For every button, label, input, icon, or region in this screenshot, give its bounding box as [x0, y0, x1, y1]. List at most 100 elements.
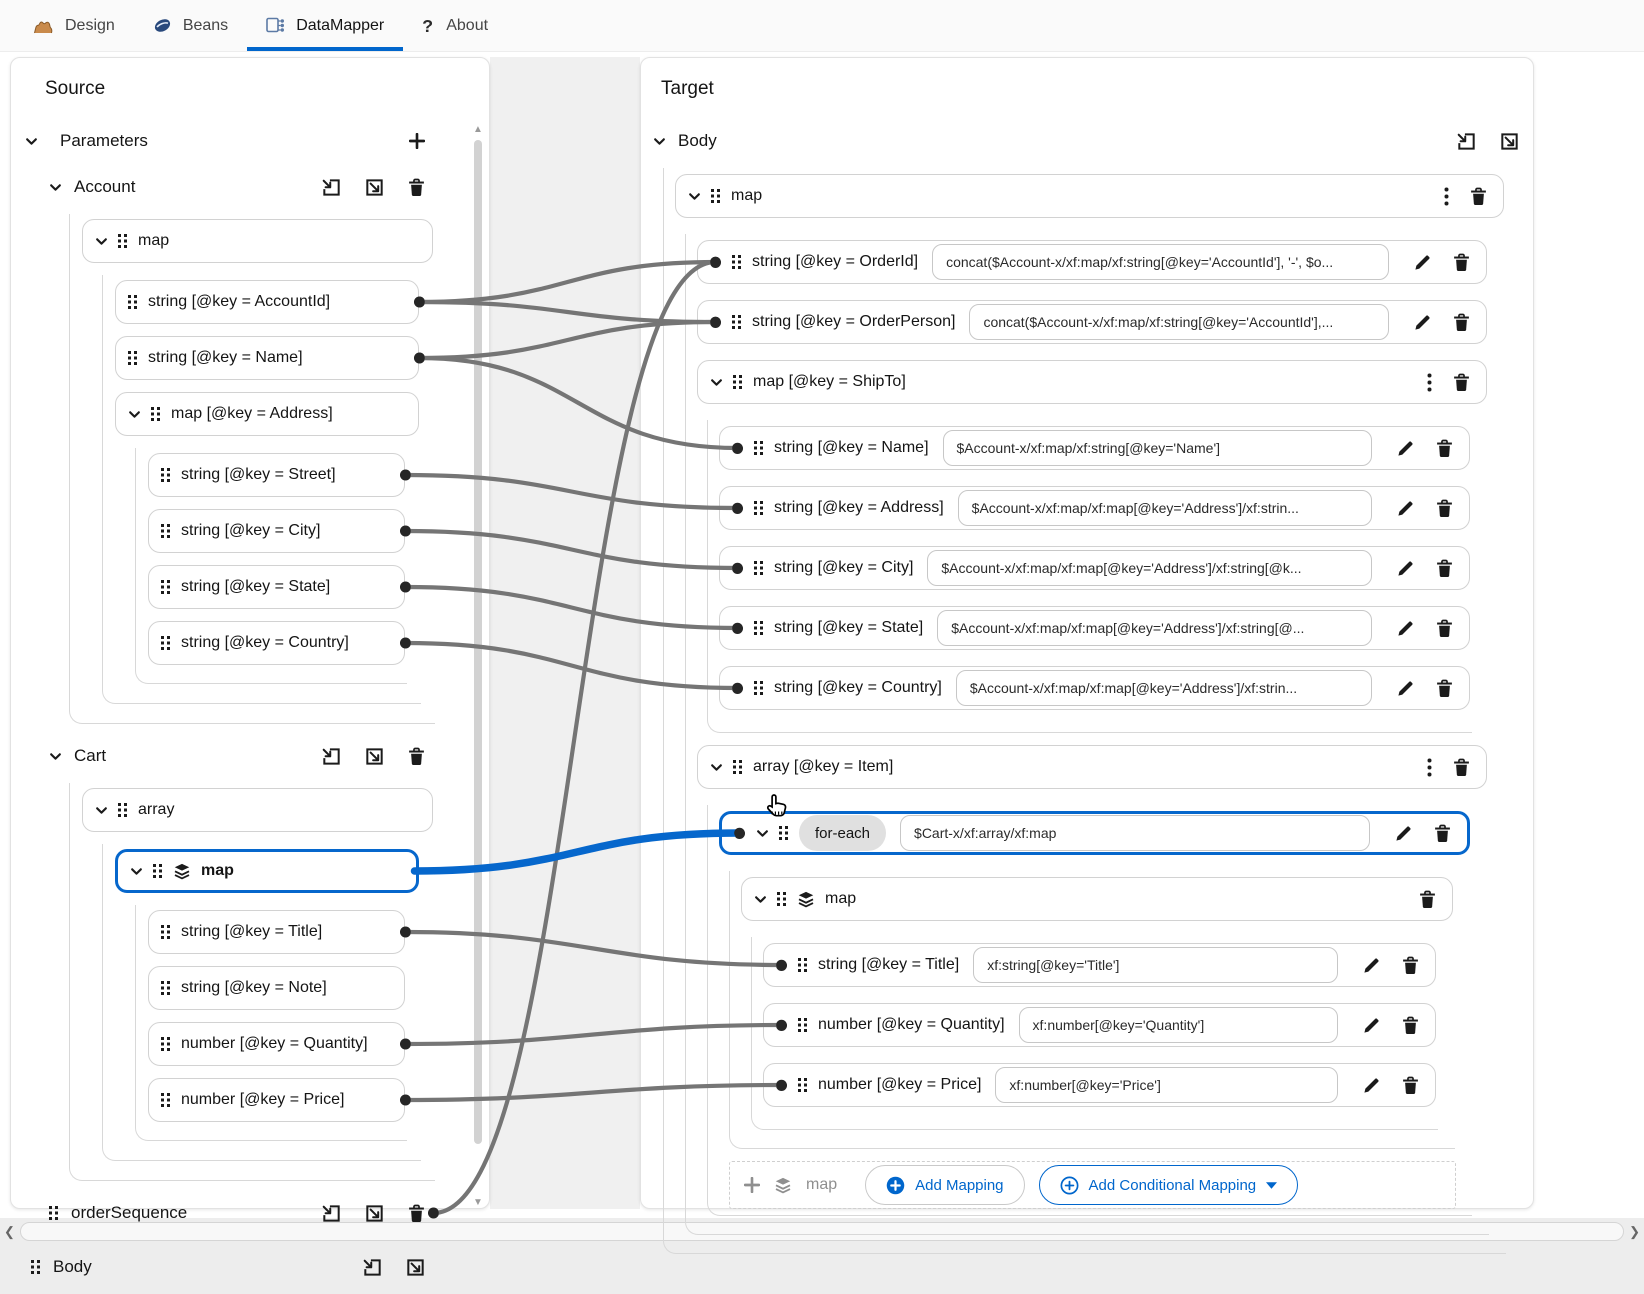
trash-icon[interactable] [408, 747, 425, 766]
tgt-foreach[interactable]: for-each$Cart-x/xf:array/xf:map [719, 811, 1470, 855]
target-body[interactable]: Body [653, 122, 1523, 160]
expression-input[interactable]: $Account-x/xf:map/xf:map[@key='Address']… [937, 610, 1372, 646]
tgt-shipto-name[interactable]: string [@key = Name]$Account-x/xf:map/xf… [719, 426, 1470, 470]
grip-icon[interactable] [777, 892, 787, 906]
cart-array[interactable]: array [82, 788, 433, 832]
trash-icon[interactable] [1436, 679, 1453, 698]
connection-port[interactable] [776, 1020, 787, 1031]
scroll-left-icon[interactable]: ❮ [4, 1224, 15, 1240]
grip-icon[interactable] [754, 441, 764, 455]
grip-icon[interactable] [161, 981, 171, 995]
connection-port[interactable] [428, 1208, 439, 1219]
grip-icon[interactable] [754, 501, 764, 515]
chevron-down-icon[interactable] [710, 376, 723, 389]
trash-icon[interactable] [1434, 824, 1451, 843]
tgt-title[interactable]: string [@key = Title]xf:string[@key='Tit… [763, 943, 1436, 987]
grip-icon[interactable] [128, 295, 138, 309]
add-mapping-button[interactable]: Add Mapping [865, 1165, 1024, 1205]
chevron-down-icon[interactable] [128, 408, 141, 421]
cart-map[interactable]: map [115, 849, 419, 893]
grip-icon[interactable] [153, 864, 163, 878]
trash-icon[interactable] [1436, 499, 1453, 518]
pencil-icon[interactable] [1394, 824, 1413, 843]
pencil-icon[interactable] [1413, 253, 1432, 272]
grip-icon[interactable] [798, 958, 808, 972]
pencil-icon[interactable] [1362, 956, 1381, 975]
connection-port[interactable] [710, 317, 721, 328]
grip-icon[interactable] [49, 1206, 59, 1220]
tgt-address[interactable]: string [@key = Address]$Account-x/xf:map… [719, 486, 1470, 530]
trash-icon[interactable] [1419, 890, 1436, 909]
pencil-icon[interactable] [1396, 499, 1415, 518]
connection-port[interactable] [776, 960, 787, 971]
cart-quantity[interactable]: number [@key = Quantity] [148, 1022, 405, 1066]
attach-icon[interactable] [365, 1204, 384, 1223]
chevron-down-icon[interactable] [25, 135, 38, 148]
trash-icon[interactable] [1436, 439, 1453, 458]
chevron-down-icon[interactable] [49, 181, 62, 194]
grip-icon[interactable] [732, 315, 742, 329]
expression-input[interactable]: concat($Account-x/xf:map/xf:string[@key=… [969, 304, 1389, 340]
tgt-state[interactable]: string [@key = State]$Account-x/xf:map/x… [719, 606, 1470, 650]
trash-icon[interactable] [1402, 1076, 1419, 1095]
expression-input[interactable]: $Account-x/xf:map/xf:map[@key='Address']… [927, 550, 1372, 586]
grip-icon[interactable] [161, 636, 171, 650]
expression-input[interactable]: xf:number[@key='Price'] [995, 1067, 1338, 1103]
cart-title[interactable]: string [@key = Title] [148, 910, 405, 954]
attach-icon[interactable] [365, 178, 384, 197]
attach-icon[interactable] [406, 1258, 425, 1277]
grip-icon[interactable] [128, 351, 138, 365]
grip-icon[interactable] [118, 803, 128, 817]
pencil-icon[interactable] [1396, 439, 1415, 458]
address-country[interactable]: string [@key = Country] [148, 621, 405, 665]
address-state[interactable]: string [@key = State] [148, 565, 405, 609]
account-accountid[interactable]: string [@key = AccountId] [115, 280, 419, 324]
trash-icon[interactable] [1453, 373, 1470, 392]
cart-note[interactable]: string [@key = Note] [148, 966, 405, 1010]
source-scrollbar[interactable]: ▲ ▼ [472, 124, 484, 1210]
tgt-orderperson[interactable]: string [@key = OrderPerson]concat($Accou… [697, 300, 1487, 344]
expression-input[interactable]: $Account-x/xf:map/xf:map[@key='Address']… [956, 670, 1372, 706]
account-map[interactable]: map [82, 219, 433, 263]
kebab-icon[interactable] [1427, 373, 1432, 392]
scroll-right-icon[interactable]: ❯ [1629, 1224, 1640, 1240]
grip-icon[interactable] [733, 760, 743, 774]
expression-input[interactable]: xf:number[@key='Quantity'] [1019, 1007, 1338, 1043]
pencil-icon[interactable] [1362, 1016, 1381, 1035]
tab-beans[interactable]: Beans [134, 0, 247, 51]
trash-icon[interactable] [1453, 253, 1470, 272]
plus-icon[interactable] [409, 133, 425, 149]
connection-port[interactable] [414, 353, 425, 364]
trash-icon[interactable] [408, 178, 425, 197]
connection-port[interactable] [400, 638, 411, 649]
grip-icon[interactable] [161, 1037, 171, 1051]
grip-icon[interactable] [754, 561, 764, 575]
chevron-down-icon[interactable] [49, 750, 62, 763]
connection-port[interactable] [776, 1080, 787, 1091]
trash-icon[interactable] [408, 1204, 425, 1223]
connection-port[interactable] [400, 470, 411, 481]
expression-input[interactable]: $Account-x/xf:map/xf:string[@key='Name'] [943, 430, 1372, 466]
chevron-down-icon[interactable] [688, 190, 701, 203]
scroll-down-icon[interactable]: ▼ [472, 1197, 484, 1208]
pencil-icon[interactable] [1396, 679, 1415, 698]
grip-icon[interactable] [754, 681, 764, 695]
source-body[interactable]: Body [31, 1248, 449, 1286]
tab-about[interactable]: ?About [403, 0, 507, 51]
tgt-city[interactable]: string [@key = City]$Account-x/xf:map/xf… [719, 546, 1470, 590]
source-scrollbar-thumb[interactable] [474, 140, 482, 1144]
tgt-map[interactable]: map [675, 174, 1504, 218]
grip-icon[interactable] [779, 826, 789, 840]
chevron-down-icon[interactable] [710, 761, 723, 774]
cart-price[interactable]: number [@key = Price] [148, 1078, 405, 1122]
connection-port[interactable] [732, 443, 743, 454]
chevron-down-icon[interactable] [95, 804, 108, 817]
grip-icon[interactable] [161, 580, 171, 594]
import-icon[interactable] [1457, 132, 1476, 151]
tgt-item[interactable]: array [@key = Item] [697, 745, 1487, 789]
grip-icon[interactable] [31, 1260, 41, 1274]
tgt-shipto[interactable]: map [@key = ShipTo] [697, 360, 1487, 404]
connection-port[interactable] [414, 297, 425, 308]
param-ordersequence[interactable]: orderSequence [49, 1194, 449, 1232]
import-icon[interactable] [322, 178, 341, 197]
